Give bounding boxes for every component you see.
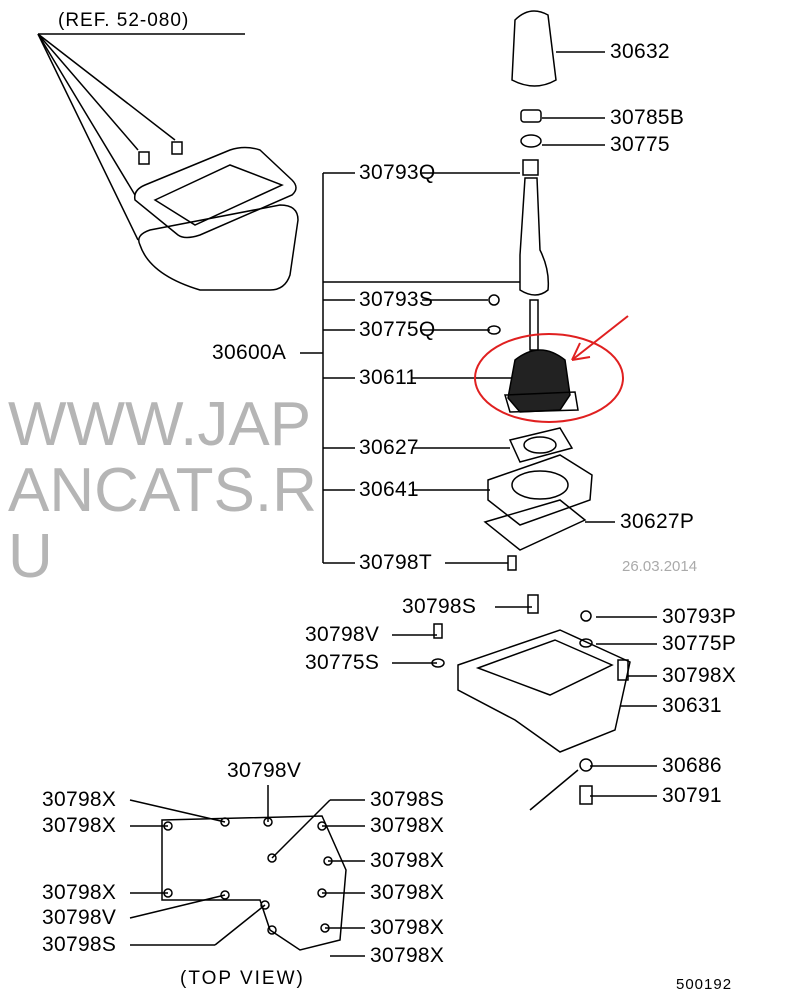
topview-label[interactable]: 30798X [370, 944, 445, 967]
part-label-30627[interactable]: 30627 [359, 436, 419, 459]
part-label-30686[interactable]: 30686 [662, 754, 722, 777]
topview-label[interactable]: 30798X [370, 849, 445, 872]
right-leaders [392, 51, 657, 811]
highlight-circle [474, 333, 624, 423]
top-view-caption: (TOP VIEW) [180, 968, 305, 989]
reference-leaders [37, 33, 245, 241]
part-label-30631[interactable]: 30631 [662, 694, 722, 717]
part-label-30632[interactable]: 30632 [610, 40, 670, 63]
topview-label[interactable]: 30798V [227, 759, 302, 782]
boot-30611 [504, 349, 579, 413]
watermark-date: 26.03.2014 [622, 558, 698, 575]
part-label-30641[interactable]: 30641 [359, 478, 419, 501]
part-label-30775[interactable]: 30775 [610, 133, 670, 156]
top-view-plate [129, 785, 365, 957]
highlight-arrow [571, 315, 629, 361]
part-label-30798v[interactable]: 30798V [305, 623, 380, 646]
part-label-30775p[interactable]: 30775P [662, 632, 737, 655]
assembly-bracket [300, 172, 520, 564]
shift-cover-ref [133, 141, 299, 291]
part-label-30627p[interactable]: 30627P [620, 510, 695, 533]
part-label-30791[interactable]: 30791 [662, 784, 722, 807]
part-label-30793q[interactable]: 30793Q [359, 161, 436, 184]
diagram-code: 500192 [676, 976, 733, 993]
watermark: WWW.JAPANCATS.RU [8, 390, 317, 591]
part-label-30600a[interactable]: 30600A [212, 341, 287, 364]
topview-label[interactable]: 30798X [370, 814, 445, 837]
shift-lever [487, 10, 557, 351]
topview-label[interactable]: 30798X [370, 916, 445, 939]
part-label-30793s[interactable]: 30793S [359, 288, 434, 311]
reference-label: (REF. 52-080) [58, 10, 190, 31]
topview-label[interactable]: 30798S [370, 788, 445, 811]
part-label-30793p[interactable]: 30793P [662, 605, 737, 628]
topview-label[interactable]: 30798X [42, 788, 117, 811]
part-label-30798s[interactable]: 30798S [402, 595, 477, 618]
part-label-30798x[interactable]: 30798X [662, 664, 737, 687]
part-label-30785b[interactable]: 30785B [610, 106, 685, 129]
part-label-30798t[interactable]: 30798T [359, 551, 433, 574]
part-label-30775s[interactable]: 30775S [305, 651, 380, 674]
topview-label[interactable]: 30798V [42, 906, 117, 929]
topview-label[interactable]: 30798X [370, 881, 445, 904]
topview-label[interactable]: 30798S [42, 933, 117, 956]
housing-30631 [431, 594, 631, 805]
gasket-plate [483, 427, 593, 571]
part-label-30611[interactable]: 30611 [359, 366, 418, 389]
topview-label[interactable]: 30798X [42, 881, 117, 904]
part-label-30775q[interactable]: 30775Q [359, 318, 436, 341]
topview-label[interactable]: 30798X [42, 814, 117, 837]
